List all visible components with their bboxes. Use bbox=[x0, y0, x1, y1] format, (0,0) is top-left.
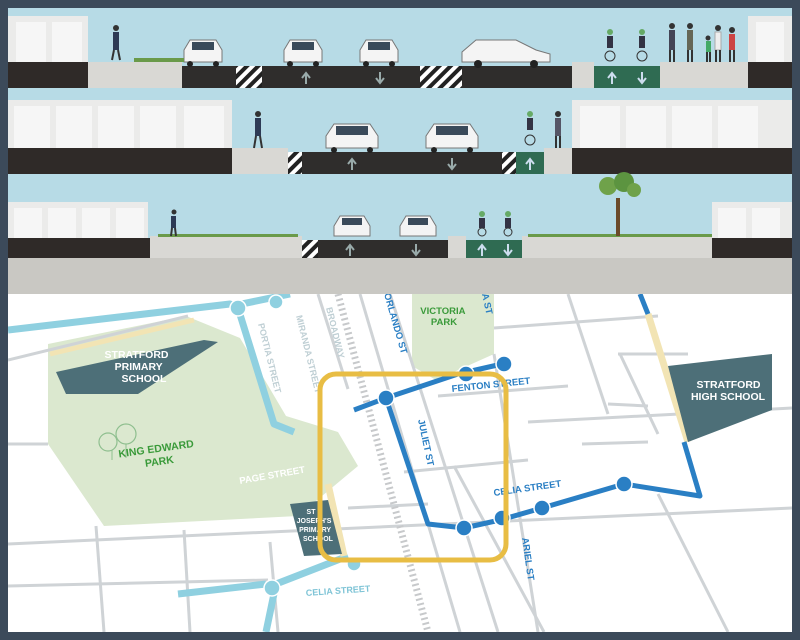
route-stop[interactable] bbox=[263, 579, 281, 597]
street-fragment-label: A ST bbox=[479, 294, 494, 316]
victoria-park-label: VICTORIA PARK bbox=[420, 306, 468, 328]
route-stop[interactable] bbox=[533, 499, 551, 517]
celia-street-west-label: CELIA STREET bbox=[305, 583, 371, 598]
building-base bbox=[572, 148, 792, 174]
arrow-up-icon bbox=[477, 243, 487, 256]
frame: STRATFORD PRIMARY SCHOOL STRATFORD HIGH … bbox=[8, 8, 792, 632]
buffer bbox=[236, 66, 262, 88]
arrow-down-icon bbox=[503, 244, 513, 257]
route-stop[interactable] bbox=[615, 475, 633, 493]
stratford-primary-label: STRATFORD PRIMARY SCHOOL bbox=[105, 349, 172, 385]
arrow-down-icon bbox=[637, 72, 647, 85]
travel-lanes bbox=[318, 240, 448, 258]
travel-lanes bbox=[262, 66, 420, 88]
buffer bbox=[302, 240, 318, 258]
pedestrian-icon bbox=[705, 35, 711, 62]
crossing-highlight bbox=[644, 312, 692, 444]
car-icon bbox=[461, 39, 551, 68]
crossing-highlight bbox=[49, 317, 195, 357]
footpath bbox=[572, 62, 594, 88]
stratford-high-label: STRATFORD HIGH SCHOOL bbox=[691, 379, 766, 403]
cyclist-icon bbox=[604, 29, 616, 62]
cyclist-icon bbox=[524, 111, 536, 146]
car-icon bbox=[183, 39, 223, 67]
street-sections bbox=[8, 8, 792, 294]
car-icon bbox=[425, 123, 479, 153]
route-stop[interactable] bbox=[268, 294, 284, 310]
proposed-route bbox=[353, 294, 703, 531]
cyclist-icon bbox=[477, 211, 487, 237]
route-stop[interactable] bbox=[377, 389, 395, 407]
stratford-primary-school[interactable] bbox=[56, 340, 218, 394]
street-section-3 bbox=[8, 172, 792, 294]
parking-lane bbox=[462, 66, 572, 88]
footpath bbox=[660, 62, 748, 88]
building-base bbox=[8, 148, 232, 174]
pedestrian-icon bbox=[669, 23, 675, 62]
rail-corridor bbox=[334, 294, 432, 632]
parking-lane bbox=[182, 66, 236, 88]
bike-lane-pair bbox=[466, 240, 522, 258]
buffer bbox=[502, 152, 516, 174]
cyclist-icon bbox=[503, 211, 513, 237]
pedestrian-icon bbox=[555, 111, 561, 148]
route-map: STRATFORD PRIMARY SCHOOL STRATFORD HIGH … bbox=[8, 294, 792, 632]
building-base bbox=[8, 62, 88, 88]
street-section-1 bbox=[8, 8, 792, 88]
planting-strip bbox=[134, 58, 184, 62]
street-section-2 bbox=[8, 88, 792, 174]
arrow-up-icon bbox=[525, 157, 535, 170]
footpath bbox=[88, 62, 182, 88]
footpath bbox=[544, 148, 572, 174]
focus-area-highlight[interactable] bbox=[317, 371, 509, 563]
car-icon bbox=[399, 215, 437, 237]
pedestrian-icon bbox=[170, 209, 177, 237]
ground-strip bbox=[8, 258, 792, 294]
planting-strip bbox=[158, 234, 298, 237]
footpath bbox=[522, 236, 712, 258]
arrow-down-icon bbox=[447, 158, 457, 171]
stratford-high-school[interactable] bbox=[668, 354, 772, 442]
building-base bbox=[748, 62, 792, 88]
route-stop[interactable] bbox=[455, 519, 473, 537]
buffer bbox=[288, 152, 302, 174]
median bbox=[448, 236, 466, 258]
car-icon bbox=[283, 39, 323, 67]
arrow-down-icon bbox=[375, 72, 385, 85]
arrow-up-icon bbox=[607, 71, 617, 84]
pedestrian-icon bbox=[729, 27, 735, 62]
route-stop[interactable] bbox=[495, 355, 513, 373]
st-josephs-school[interactable] bbox=[290, 500, 342, 556]
travel-lanes bbox=[302, 152, 502, 174]
route-stop[interactable] bbox=[229, 299, 247, 317]
victoria-park-area bbox=[412, 294, 494, 380]
crossing-highlight bbox=[324, 483, 348, 557]
car-icon bbox=[325, 123, 379, 153]
car-icon bbox=[359, 39, 399, 67]
cyclist-icon bbox=[636, 29, 648, 62]
footpath bbox=[150, 236, 302, 258]
pedestrian-icon bbox=[253, 111, 263, 149]
separated-bike-lane bbox=[594, 66, 660, 88]
footpath bbox=[232, 148, 288, 174]
arrow-down-icon bbox=[411, 244, 421, 257]
pedestrian-icon bbox=[111, 25, 121, 61]
pedestrian-icon bbox=[687, 23, 693, 62]
arrow-up-icon bbox=[301, 71, 311, 84]
car-icon bbox=[333, 215, 371, 237]
tree-icon bbox=[599, 172, 641, 236]
building-base bbox=[712, 238, 792, 258]
buffer bbox=[420, 66, 462, 88]
tree-icon bbox=[98, 423, 137, 460]
arrow-up-icon bbox=[347, 157, 357, 170]
arrow-up-icon bbox=[345, 243, 355, 256]
building-base bbox=[8, 238, 150, 258]
pedestrian-icon bbox=[714, 25, 722, 62]
